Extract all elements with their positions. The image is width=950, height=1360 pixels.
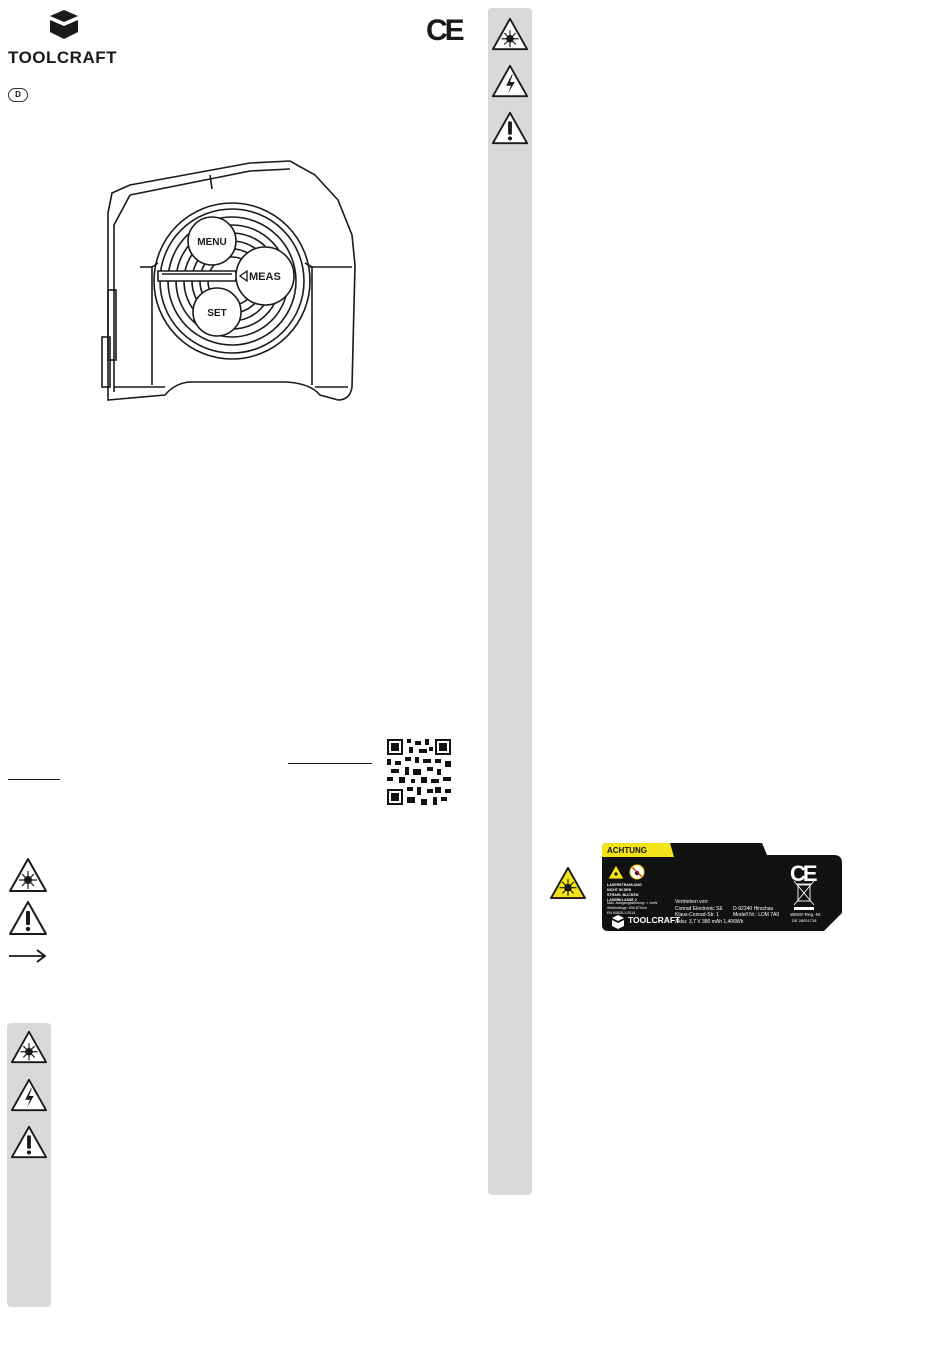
menu-button-label: MENU <box>197 237 226 248</box>
laser-warning-label-icon <box>550 866 586 900</box>
label-background <box>602 843 842 931</box>
model-number: Modell Nr.: LDM 7A0 <box>733 912 780 918</box>
label-ce-mark: CE <box>790 861 818 886</box>
right-safety-sidebar <box>488 8 532 1195</box>
battery-spec: Akku: 3,7 V 380 mAh 1,406Wh <box>675 918 744 925</box>
arrow-tip-icon <box>9 949 47 963</box>
language-badge: D <box>8 88 28 102</box>
laser-warning-icon <box>9 858 47 892</box>
laser-warning-icon <box>10 1030 48 1064</box>
product-rating-label: ACHTUNG LASERSTRAHLUNG NICHT IN DEN STRA… <box>602 843 842 931</box>
set-button-label: SET <box>207 308 226 319</box>
laser-specs-text: Max. Ausgangsleistung: < 1mW Wellenlänge… <box>607 901 658 915</box>
label-brand: TOOLCRAFT <box>628 915 681 925</box>
brand-name: TOOLCRAFT <box>8 48 118 67</box>
exclamation-warning-icon <box>10 1125 48 1159</box>
meas-button-label: MEAS <box>249 271 281 283</box>
label-header: ACHTUNG <box>607 846 647 855</box>
distributor-text: Vertrieben von: Conrad Electronic SE Kla… <box>675 899 723 918</box>
electric-shock-icon <box>491 64 529 98</box>
address-text: D-92240 Hirschau <box>733 905 774 912</box>
link-underline <box>288 763 372 764</box>
electric-shock-icon <box>10 1078 48 1112</box>
ce-mark: CE <box>426 14 465 47</box>
exclamation-warning-icon <box>491 111 529 145</box>
exclamation-warning-icon <box>9 901 47 935</box>
toolcraft-logo-icon <box>50 10 78 39</box>
laser-warning-icon <box>491 17 529 51</box>
laser-distance-meter-drawing: MENU MEAS SET <box>101 160 356 401</box>
qr-code[interactable] <box>387 739 451 805</box>
left-safety-sidebar <box>7 1023 51 1307</box>
weee-label: WEEE-Reg.-Nr. <box>790 912 822 917</box>
weee-number: DE 28001718 <box>792 918 817 923</box>
laser-warning-text: LASERSTRAHLUNG NICHT IN DEN STRAHL BLICK… <box>607 883 642 902</box>
link-underline <box>8 779 60 780</box>
